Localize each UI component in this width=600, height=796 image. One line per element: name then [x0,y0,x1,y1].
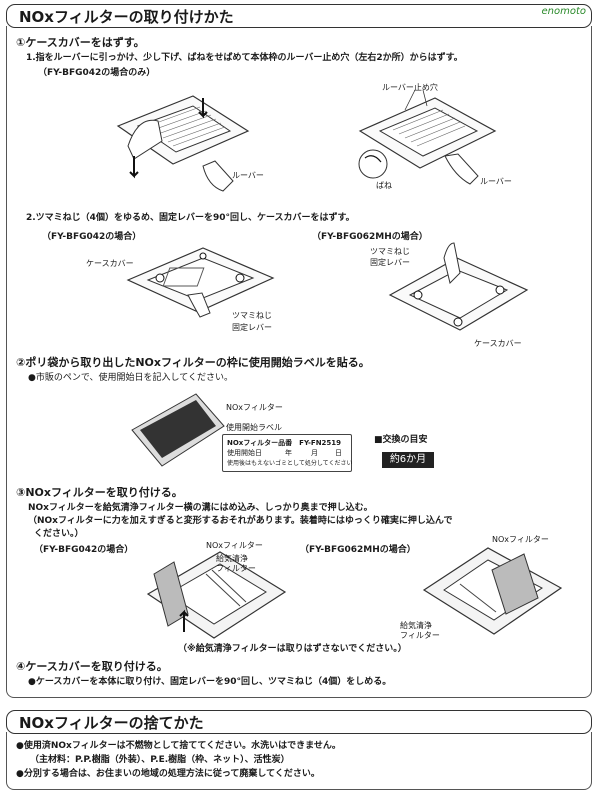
supply-label-b-2: フィルター [400,631,440,640]
step1-item2: 2.ツマミねじ（4個）をゆるめ、固定レバーを90°回し、ケースカバーをはずす。 [26,213,355,223]
fix-lever-label-b: 固定レバー [370,258,410,267]
step3-case-a: （FY-BFG042の場合） [34,545,134,555]
card-start-date-label: 使用開始日 [227,449,262,457]
card-day: 日 [335,449,342,457]
exchange-months-badge: 約6か月 [382,452,434,468]
step1-item1: 1.指をルーバーに引っかけ、少し下げ、ばねをせばめて本体枠のルーバー止め穴（左右… [26,53,463,63]
louver-removal-figure-right [358,89,497,185]
louver-removal-figure-left [116,95,250,192]
usage-start-label-card: NOxフィルター品番 FY-FN2519 使用開始日 年 月 日 使用後はもえな… [222,434,352,472]
install-title: NOxフィルターの取り付けかた [19,8,234,26]
step2-note: ●市販のペンで、使用開始日を記入してください。 [28,373,233,383]
start-label-caption: 使用開始ラベル [226,423,282,432]
nox-label-b: NOxフィルター [492,535,549,544]
disposal-line1: ●使用済NOxフィルターは不燃物として捨ててください。水洗いはできません。 [16,741,341,751]
step4-note: ●ケースカバーを本体に取り付け、固定レバーを90°回し、ツマミねじ（4個）をしめ… [28,677,392,687]
spring-label: ばね [376,181,392,190]
disposal-line3: ●分別する場合は、お住まいの地域の処理方法に従って廃棄してください。 [16,769,320,779]
filter-label: NOxフィルター [226,403,283,412]
nox-filter-image [131,393,225,467]
knob-screw-label-b: ツマミねじ [370,247,410,256]
step3-line3: ください。） [34,529,84,539]
step4-heading: ④ケースカバーを取り付ける。 [16,660,168,673]
louver-label-right: ルーバー [480,177,512,186]
step3-heading: ③NOxフィルターを取り付ける。 [16,486,183,499]
filter-install-figure-b [422,547,563,635]
filter-install-figure-a [146,551,287,639]
disposal-line2: （主材料：P.P.樹脂（外装）、P.E.樹脂（枠、ネット）、活性炭） [30,755,290,765]
step1-case-b: （FY-BFG062MHの場合） [312,232,428,242]
step2-heading: ②ポリ袋から取り出したNOxフィルターの枠に使用開始ラベルを貼る。 [16,356,370,369]
card-product-line: NOxフィルター品番 FY-FN2519 [227,439,342,447]
supply-label-a-1: 給気清浄 [216,554,248,563]
step3-line1: NOxフィルターを給気清浄フィルター横の溝にはめ込み、しっかり奥まで押し込む。 [28,503,373,513]
brand-mark: enomoto [541,6,586,17]
install-section-body [6,26,592,698]
disposal-title: NOxフィルターの捨てかた [19,714,204,732]
supply-label-a-2: フィルター [216,564,256,573]
case-cover-figure-a [126,247,275,318]
supply-label-b-1: 給気清浄 [400,621,432,630]
louver-label-left: ルーバー [232,171,264,180]
card-year: 年 [285,449,292,457]
nox-label-a: NOxフィルター [206,541,263,550]
fix-lever-label-a: 固定レバー [232,323,272,332]
step3-case-b: （FY-BFG062MHの場合） [300,545,416,555]
case-cover-figure-b [388,242,529,331]
step1-case-a: （FY-BFG042の場合） [42,232,142,242]
louver-hole-label: ルーバー止め穴 [382,83,438,92]
case-cover-label-b: ケースカバー [474,339,522,348]
card-disposal-note: 使用後はもえないゴミとして処分してください [227,460,353,467]
step3-line2: （NOxフィルターに力を加えすぎると変形するおそれがあります。装着時にはゆっくり… [28,516,453,526]
step1-case-note: （FY-BFG042の場合のみ） [38,68,156,78]
knob-screw-label-a: ツマミねじ [232,311,272,320]
case-cover-label-a: ケースカバー [86,259,134,268]
exchange-guide-label: ■交換の目安 [374,435,428,445]
step3-note: （※給気清浄フィルターは取りはずさないでください。） [178,644,407,654]
disposal-section-body [6,732,592,790]
card-month: 月 [311,449,318,457]
disposal-section-header: NOxフィルターの捨てかた [6,710,592,734]
install-section-header: NOxフィルターの取り付けかた [6,4,592,28]
step1-heading: ①ケースカバーをはずす。 [16,36,145,49]
